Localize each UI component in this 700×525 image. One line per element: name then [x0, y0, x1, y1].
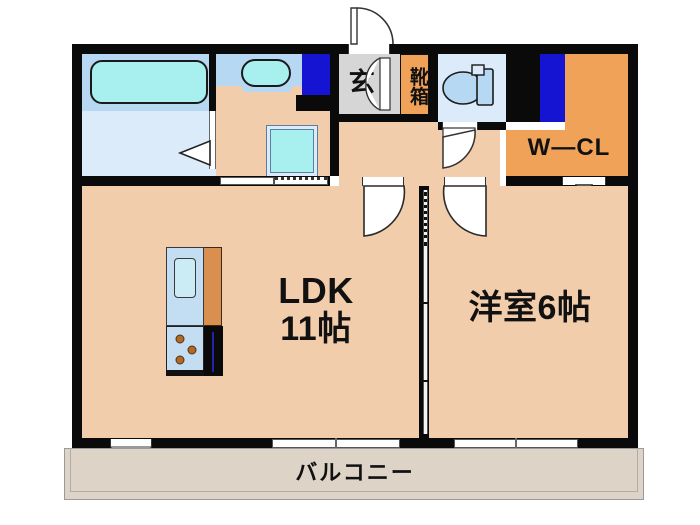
ldk-window-right[interactable] [336, 439, 400, 448]
entrance-bottom-wall [339, 114, 429, 122]
bedroom-sliding-partition[interactable] [423, 190, 428, 434]
shoe-cabinet-label: 靴箱 [407, 66, 428, 106]
toilet-icon [442, 64, 494, 106]
ldk-name: LDK [278, 270, 354, 311]
washbasin-icon [220, 56, 310, 92]
balcony-label: バルコニー [295, 460, 415, 485]
bedroom-door-opening [444, 177, 486, 186]
bedroom-window-mullion [515, 438, 517, 449]
ldk-balcony-door-opening [110, 439, 152, 447]
hallway-floor-lower [339, 176, 500, 186]
washroom-window [302, 54, 331, 95]
outer-wall-left [72, 44, 82, 448]
washing-machine-space [266, 125, 318, 177]
washroom-window-wall-below [296, 95, 334, 111]
closet-door-opening [562, 177, 606, 185]
ldk-floor [82, 186, 419, 438]
toilet-door-icon[interactable] [442, 127, 482, 170]
bath-door-frame [209, 111, 216, 169]
bedroom-partition-joint-2 [420, 380, 429, 382]
bath-folding-door-icon[interactable] [177, 139, 212, 167]
closet-area-horizontal [506, 130, 628, 176]
bedroom-door-icon[interactable] [440, 185, 488, 238]
ldk-label: LDK 11帖 [246, 270, 386, 352]
stove-side-accent [212, 332, 214, 372]
balcony-inner-edge [70, 448, 638, 492]
ldk-door-icon[interactable] [362, 185, 408, 238]
washroom-sliding-door-left[interactable] [220, 177, 274, 185]
bathtub [90, 60, 208, 104]
toilet-left-wall [429, 54, 438, 122]
ldk-size: 11帖 [280, 309, 352, 348]
entry-door-opening [348, 44, 390, 54]
washroom-sliding-door-right[interactable] [274, 177, 328, 185]
outer-wall-right [628, 44, 638, 448]
washroom-right-wall [330, 54, 339, 176]
bathroom-bottom-wall [82, 176, 216, 186]
bedroom-window-left[interactable] [454, 439, 516, 448]
ldk-door-opening [362, 177, 404, 186]
bedroom-partition-track [424, 192, 427, 246]
entrance-inner-door-icon[interactable] [365, 56, 392, 112]
bedroom-window-right[interactable] [516, 439, 578, 448]
closet-label: W—CL [527, 134, 611, 161]
toilet-window-right-wall [506, 54, 540, 122]
ldk-window-left[interactable] [272, 439, 336, 448]
gas-stove-burners-icon [166, 334, 204, 376]
toilet-door-opening [442, 122, 478, 130]
bedroom-partition-joint-1 [420, 302, 429, 304]
ldk-window-mullion [335, 438, 337, 449]
kitchen-counter [203, 247, 222, 326]
entry-door-icon[interactable] [348, 6, 394, 46]
bedroom-label: 洋室6帖 [468, 289, 592, 327]
kitchen-sink-basin [174, 258, 196, 298]
bath-washroom-divider [209, 54, 216, 111]
toilet-window [540, 54, 565, 122]
